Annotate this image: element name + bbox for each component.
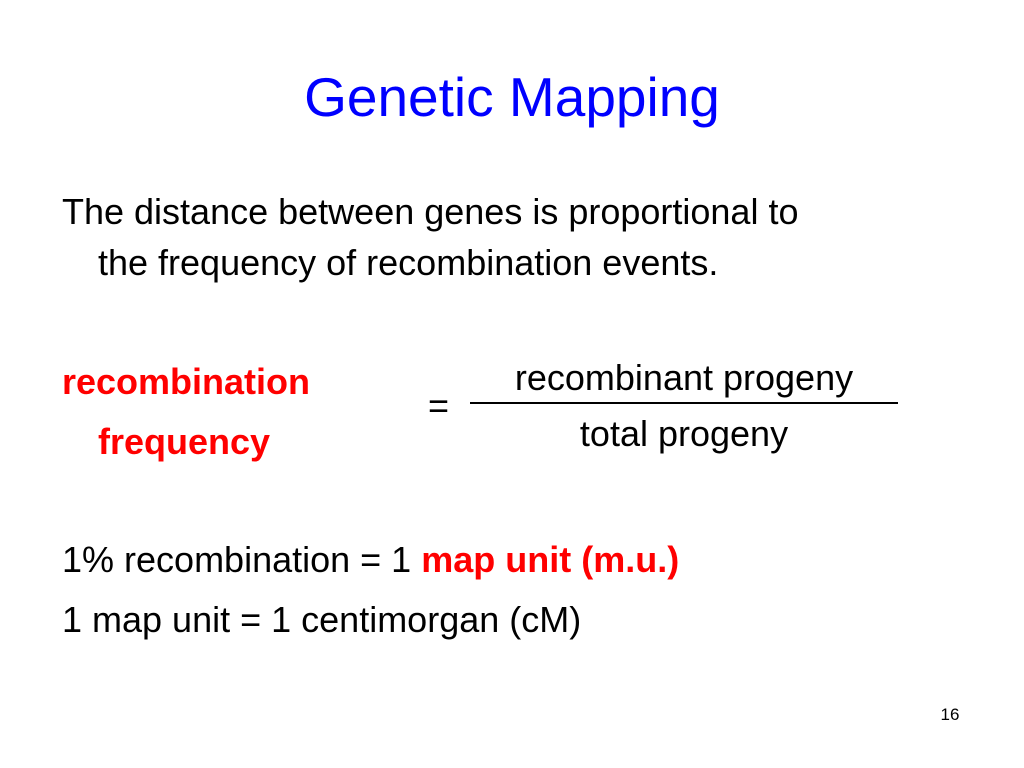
fraction-bar (470, 402, 898, 404)
map-unit-definition: 1% recombination = 1 map unit (m.u.) (62, 536, 679, 584)
fraction-denominator: total progeny (579, 413, 789, 454)
page-number: 16 (940, 705, 960, 724)
fraction: recombinant progeny total progeny (466, 356, 902, 464)
centimorgan-definition: 1 map unit = 1 centimorgan (cM) (62, 599, 582, 640)
recombination-frequency-term: recombination frequency (62, 352, 310, 472)
slide-title: Genetic Mapping (304, 66, 720, 128)
term-line-2: frequency (98, 421, 271, 462)
map-unit-prefix: 1% recombination = 1 (62, 539, 422, 580)
distance-statement: The distance between genes is proportion… (62, 186, 1002, 288)
fraction-numerator: recombinant progeny (514, 357, 854, 398)
map-unit-highlight: map unit (m.u.) (421, 539, 680, 580)
statement-line-1: The distance between genes is proportion… (62, 191, 799, 232)
statement-line-2: the frequency of recombination events. (98, 242, 719, 283)
equals-sign: = (428, 385, 450, 426)
term-line-1: recombination (62, 361, 311, 402)
